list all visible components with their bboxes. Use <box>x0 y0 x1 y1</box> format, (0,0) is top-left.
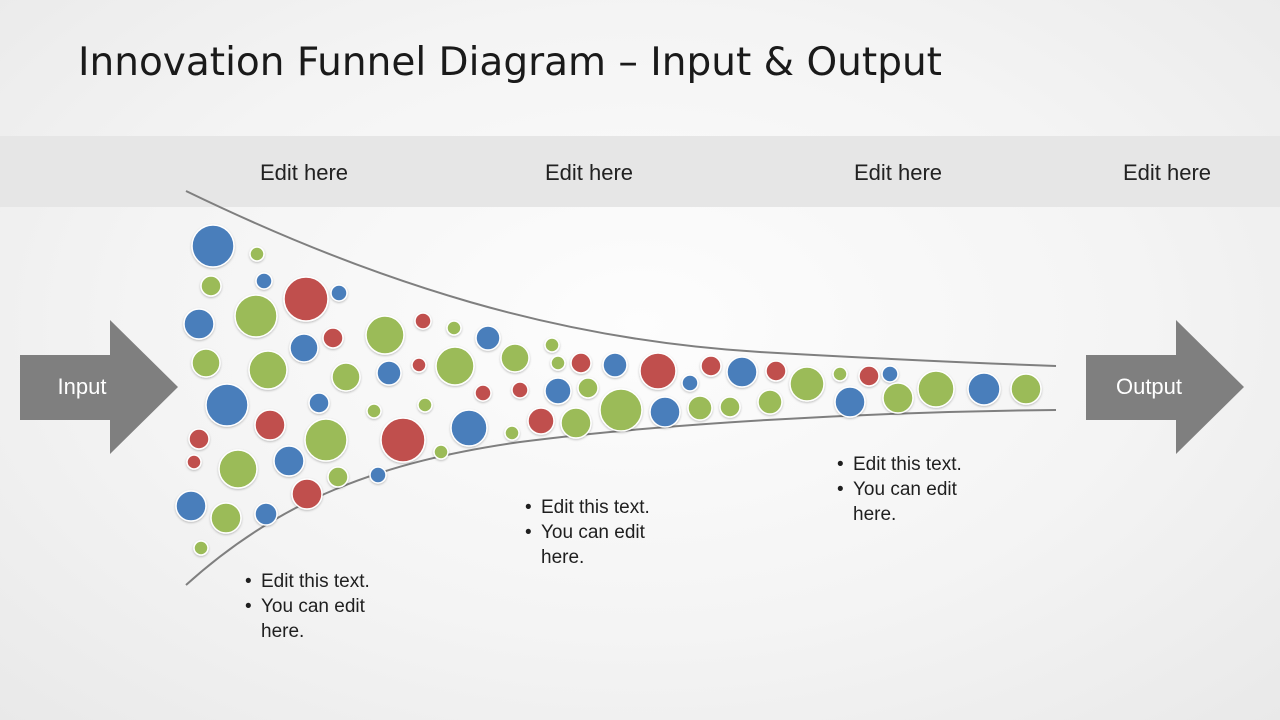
red-bubble <box>283 276 329 322</box>
blue-bubble <box>450 409 488 447</box>
green-bubble <box>560 407 592 439</box>
red-bubble <box>765 360 787 382</box>
blue-bubble <box>967 372 1001 406</box>
green-bubble <box>218 449 258 489</box>
green-bubble <box>193 540 209 556</box>
blue-bubble <box>175 490 207 522</box>
red-bubble <box>700 355 722 377</box>
red-bubble <box>858 365 880 387</box>
green-bubble <box>248 350 288 390</box>
blue-bubble <box>308 392 330 414</box>
stage-notes-2: Edit this text. You can edit here. <box>523 495 666 570</box>
green-bubble <box>577 377 599 399</box>
output-arrow-label: Output <box>1115 374 1183 399</box>
green-bubble <box>757 389 783 415</box>
blue-bubble <box>544 377 572 405</box>
green-bubble <box>882 382 914 414</box>
page-title: Innovation Funnel Diagram – Input & Outp… <box>78 40 942 85</box>
red-bubble <box>570 352 592 374</box>
green-bubble <box>365 315 405 355</box>
green-bubble <box>249 246 265 262</box>
red-bubble <box>322 327 344 349</box>
red-bubble <box>188 428 210 450</box>
blue-bubble <box>289 333 319 363</box>
blue-bubble <box>834 386 866 418</box>
blue-bubble <box>255 272 273 290</box>
stage-notes-1: Edit this text. You can edit here. <box>243 569 386 644</box>
green-bubble <box>366 403 382 419</box>
red-bubble <box>254 409 286 441</box>
blue-bubble <box>369 466 387 484</box>
green-bubble <box>304 418 348 462</box>
red-bubble <box>639 352 677 390</box>
green-bubble <box>1010 373 1042 405</box>
green-bubble <box>504 425 520 441</box>
red-bubble <box>474 384 492 402</box>
green-bubble <box>200 275 222 297</box>
note-item: You can edit here. <box>835 477 978 527</box>
blue-bubble <box>649 396 681 428</box>
red-bubble <box>186 454 202 470</box>
note-item: You can edit here. <box>523 520 666 570</box>
blue-bubble <box>475 325 501 351</box>
green-bubble <box>917 370 955 408</box>
green-bubble <box>500 343 530 373</box>
green-bubble <box>687 395 713 421</box>
funnel-top-edge <box>185 190 1057 367</box>
green-bubble <box>433 444 449 460</box>
green-bubble <box>417 397 433 413</box>
green-bubble <box>331 362 361 392</box>
output-arrow-shape <box>1086 320 1244 454</box>
blue-bubble <box>681 374 699 392</box>
green-bubble <box>234 294 278 338</box>
stage-label-3: Edit here <box>853 160 943 185</box>
green-bubble <box>210 502 242 534</box>
funnel-bottom-edge <box>185 409 1057 586</box>
input-arrow-label: Input <box>57 374 107 399</box>
green-bubble <box>789 366 825 402</box>
green-bubble <box>550 355 566 371</box>
red-bubble <box>511 381 529 399</box>
green-bubble <box>544 337 560 353</box>
green-bubble <box>832 366 848 382</box>
green-bubble <box>599 388 643 432</box>
note-item: Edit this text. <box>835 452 978 477</box>
green-bubble <box>446 320 462 336</box>
stage-header-band <box>0 136 1280 207</box>
stage-label-4: Edit here <box>1122 160 1212 185</box>
stage-notes-3: Edit this text. You can edit here. <box>835 452 978 527</box>
blue-bubble <box>376 360 402 386</box>
green-bubble <box>435 346 475 386</box>
blue-bubble <box>602 352 628 378</box>
blue-bubble <box>726 356 758 388</box>
blue-bubble <box>330 284 348 302</box>
blue-bubble <box>254 502 278 526</box>
blue-bubble <box>191 224 235 268</box>
funnel-bubbles <box>175 224 1042 556</box>
red-bubble <box>527 407 555 435</box>
blue-bubble <box>273 445 305 477</box>
green-bubble <box>327 466 349 488</box>
red-bubble <box>411 357 427 373</box>
stage-label-2: Edit here <box>544 160 634 185</box>
blue-bubble <box>205 383 249 427</box>
note-item: Edit this text. <box>523 495 666 520</box>
blue-bubble <box>881 365 899 383</box>
blue-bubble <box>183 308 215 340</box>
red-bubble <box>291 478 323 510</box>
green-bubble <box>719 396 741 418</box>
note-item: You can edit here. <box>243 594 386 644</box>
stage-label-1: Edit here <box>259 160 349 185</box>
note-item: Edit this text. <box>243 569 386 594</box>
red-bubble <box>380 417 426 463</box>
green-bubble <box>191 348 221 378</box>
red-bubble <box>414 312 432 330</box>
input-arrow-shape <box>20 320 178 454</box>
